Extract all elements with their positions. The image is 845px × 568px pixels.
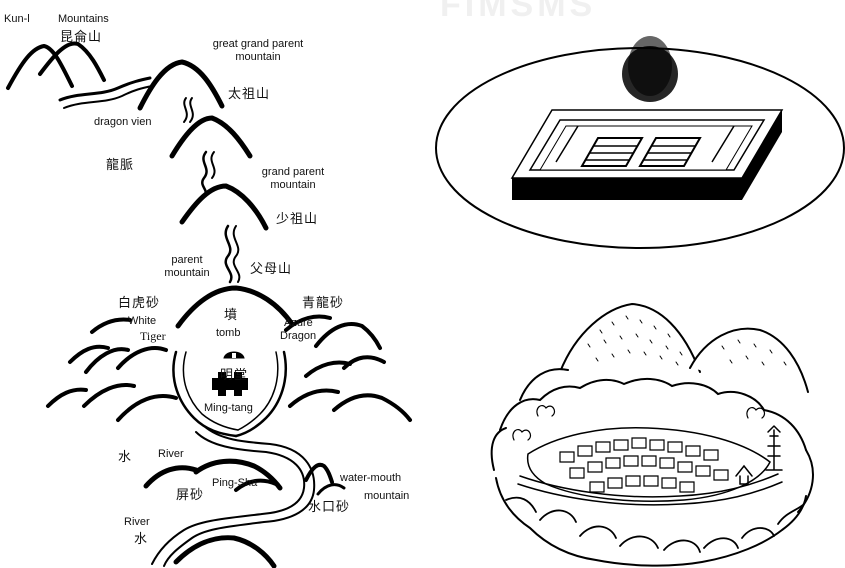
- label-great-grand-parent-line1: great grand parent: [196, 38, 320, 51]
- label-mountains-en: Mountains: [58, 13, 109, 26]
- label-pingsha-en: Ping-Sha: [212, 477, 257, 490]
- label-shuikou-cn: 水口砂: [308, 496, 350, 515]
- label-parent-line1: parent: [156, 254, 218, 267]
- label-white-tiger-cn: 白虎砂: [118, 292, 160, 311]
- label-azure-en: Azure: [284, 317, 313, 330]
- white-tiger-hill-6: [84, 385, 134, 406]
- vein-squiggle-3: [202, 152, 206, 196]
- bottom-hill: [176, 538, 274, 566]
- label-grand-parent: grand parent mountain: [248, 166, 338, 192]
- label-mingtang-cn: 明堂: [220, 364, 248, 383]
- label-dragon-vein-en: dragon vien: [94, 116, 152, 129]
- grand-parent-mountain: [182, 186, 266, 228]
- label-water-mouth-line1: water-mouth: [340, 472, 401, 485]
- label-great-grand-parent: great grand parent mountain: [196, 38, 320, 64]
- label-kunlun-cn: 昆侖山: [60, 26, 102, 45]
- mountain-row-2: [172, 118, 250, 156]
- azure-dragon-hill-4: [344, 357, 384, 368]
- label-parent-line2: mountain: [156, 267, 218, 280]
- label-pingsha-cn: 屏砂: [176, 484, 204, 503]
- label-azure-dragon-cn: 青龍砂: [302, 292, 344, 311]
- label-grand-parent-line1: grand parent: [248, 166, 338, 179]
- label-white-en: White: [128, 315, 156, 328]
- label-river-en: River: [158, 448, 184, 461]
- white-tiger-hill-7: [118, 396, 176, 420]
- label-kunlun-en: Kun-l: [4, 13, 30, 26]
- white-tiger-hill-3: [86, 349, 128, 372]
- label-tomb-en: tomb: [216, 327, 240, 340]
- label-parent: parent mountain: [156, 254, 218, 280]
- label-fumu-cn: 父母山: [250, 258, 292, 277]
- kunlun-mountain-left: [8, 46, 72, 88]
- vein-squiggle-5: [226, 226, 232, 282]
- vein-squiggle-1: [184, 98, 187, 122]
- label-water-cn: 水: [118, 446, 132, 465]
- enclosure-illustration: [436, 36, 844, 248]
- azure-dragon-hill-2: [316, 324, 380, 348]
- label-water2-cn: 水: [134, 528, 148, 547]
- label-dragon-en: Dragon: [280, 330, 316, 343]
- label-tiger-en: Tiger: [140, 330, 166, 343]
- vein-squiggle-4: [211, 152, 214, 178]
- great-grand-parent-mountain: [140, 62, 222, 108]
- vein-squiggle-2: [190, 98, 193, 122]
- label-taizu-cn: 太祖山: [228, 83, 270, 102]
- water-mouth-hill-2: [318, 485, 344, 494]
- label-dragon-vein-cn: 龍脈: [106, 154, 134, 173]
- label-mingtang-en: Ming-tang: [204, 402, 253, 415]
- azure-dragon-hill-5: [290, 391, 338, 406]
- vein-squiggle-6: [234, 226, 240, 282]
- white-tiger-hill-1: [92, 320, 130, 333]
- village-basin-illustration: [492, 304, 813, 566]
- label-grand-parent-line2: mountain: [248, 179, 338, 192]
- label-water-mouth-line2: mountain: [364, 490, 409, 503]
- label-great-grand-parent-line2: mountain: [196, 51, 320, 64]
- label-shaozu-cn: 少祖山: [276, 208, 318, 227]
- label-tomb-cn: 墳: [224, 304, 238, 323]
- azure-dragon-hill-6: [334, 395, 410, 420]
- tomb-mound: [224, 352, 244, 358]
- white-tiger-hill-5: [48, 390, 86, 406]
